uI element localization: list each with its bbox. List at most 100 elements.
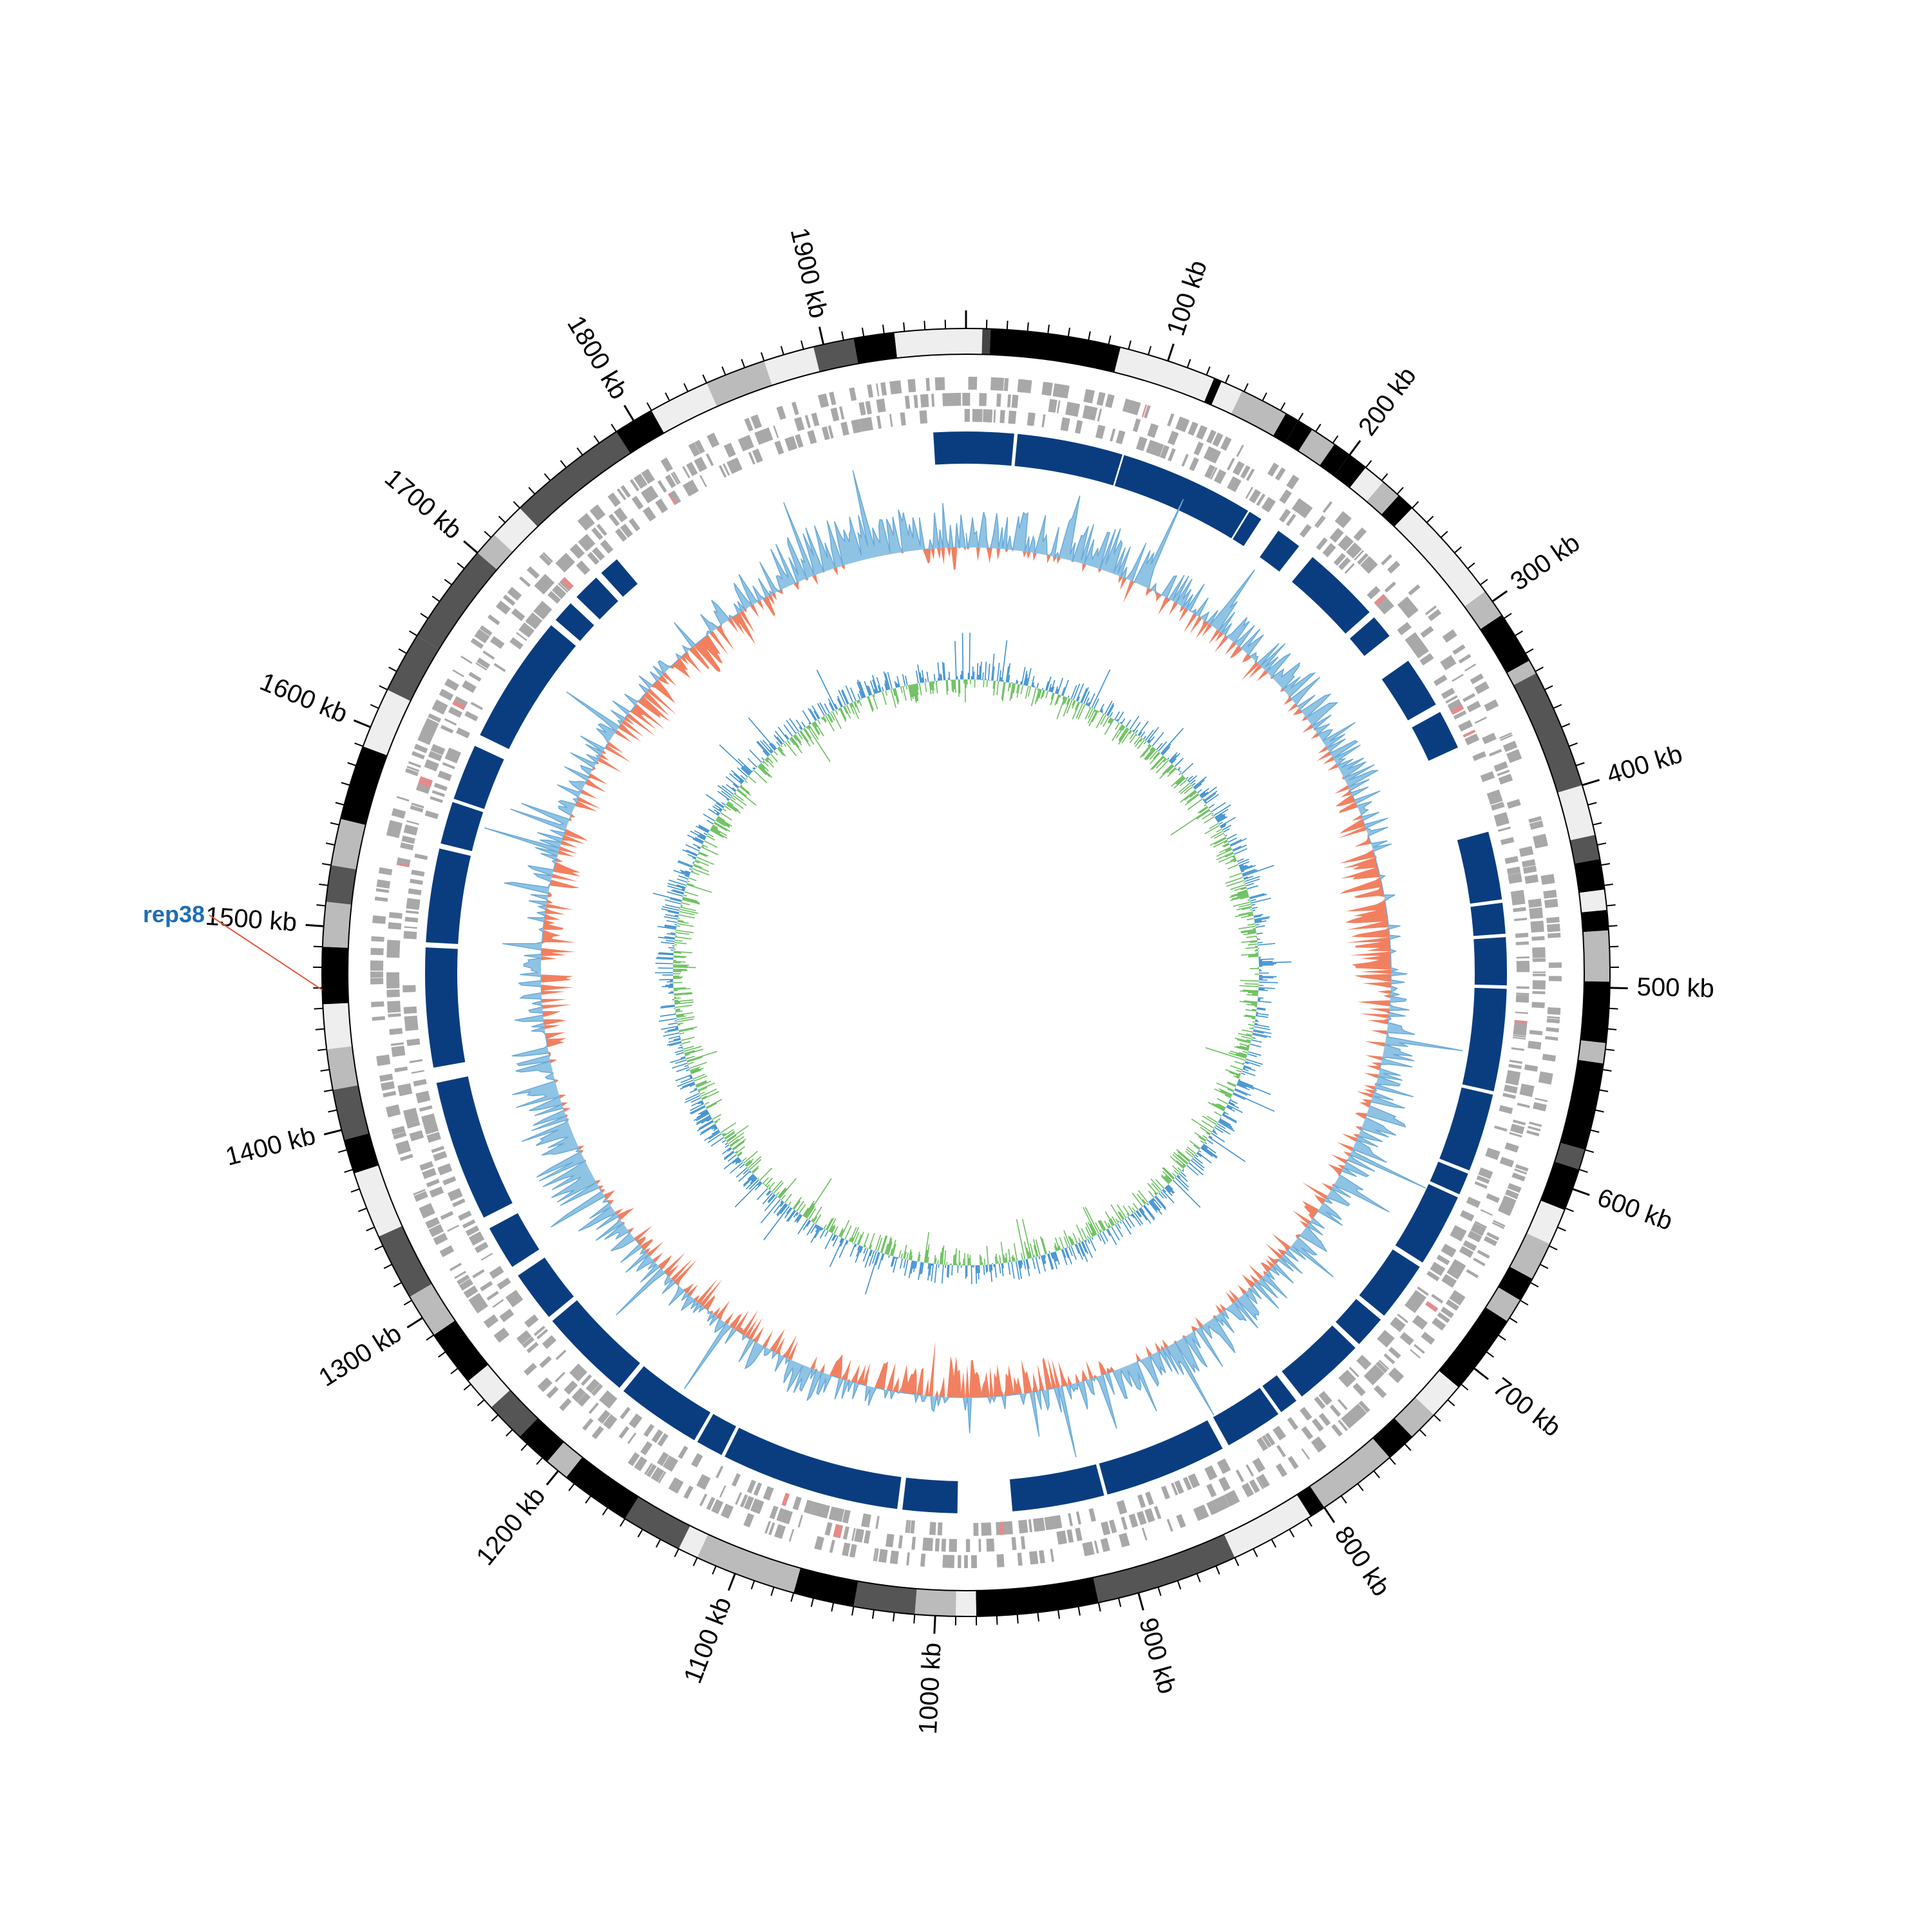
gene-feature [1161, 1486, 1168, 1500]
gene-feature [1029, 1551, 1039, 1565]
minor-tick [1607, 1028, 1617, 1030]
gene-feature [1101, 1521, 1111, 1536]
minor-tick [420, 612, 429, 620]
gene-feature [1513, 1030, 1527, 1036]
gene-feature [1510, 889, 1525, 898]
gene-feature [1358, 1402, 1368, 1413]
gene-feature [1529, 909, 1543, 915]
gene-feature [781, 1492, 790, 1506]
gene-feature [470, 638, 484, 649]
gene-feature [1406, 608, 1419, 619]
gene-feature [1209, 449, 1222, 464]
minor-tick [1148, 346, 1152, 355]
gene-feature [978, 1539, 981, 1552]
gene-feature [1088, 406, 1098, 421]
minor-tick [996, 1615, 998, 1625]
gene-feature [849, 1544, 855, 1557]
gene-feature [1182, 1477, 1192, 1491]
gene-feature [411, 751, 425, 760]
minor-tick [1608, 925, 1618, 927]
gene-feature [1372, 1364, 1385, 1378]
gene-feature [1440, 655, 1455, 668]
gene-feature [562, 553, 575, 567]
contig-segment [426, 848, 471, 944]
tick-label-1800kb: 1800 kb [562, 311, 633, 404]
gene-feature [459, 1278, 473, 1291]
gene-feature [448, 747, 462, 756]
gene-feature [1256, 1477, 1264, 1490]
gene-feature [1012, 411, 1017, 424]
gene-feature [1352, 1383, 1366, 1396]
gene-feature [1516, 996, 1530, 1000]
gene-feature [1488, 795, 1503, 805]
gene-feature [891, 381, 896, 395]
gc-skew-negative [672, 679, 1260, 1266]
gene-feature [1166, 1519, 1173, 1532]
gene-feature [1425, 605, 1437, 616]
gene-feature [905, 1519, 909, 1533]
minor-tick [315, 1028, 325, 1030]
gene-feature [375, 888, 390, 893]
karyotype-band [417, 553, 497, 650]
minor-tick [1561, 723, 1570, 728]
gene-feature [1050, 1549, 1054, 1562]
gene-feature [1470, 673, 1483, 683]
contig-segment [933, 431, 1014, 466]
contig-segment [1014, 433, 1122, 486]
scale-ticks [305, 310, 1628, 1634]
gene-feature [1414, 1314, 1428, 1328]
gene-feature [539, 553, 552, 566]
gene-feature [1126, 399, 1133, 413]
gene-feature [1061, 384, 1070, 399]
gene-feature [508, 1293, 522, 1306]
gene-feature [1398, 598, 1410, 609]
minor-tick [370, 704, 379, 709]
gene-feature [417, 1095, 431, 1104]
gene-feature [399, 1153, 413, 1162]
gene-feature [411, 802, 424, 809]
minor-tick [1177, 1580, 1182, 1589]
gene-feature [1445, 695, 1458, 704]
gene-feature [655, 498, 668, 513]
gene-feature [462, 680, 477, 692]
minor-tick [398, 648, 407, 654]
gene-feature [1075, 420, 1083, 434]
gene-feature [996, 1554, 1005, 1567]
gene-feature [591, 1383, 603, 1396]
gene-feature [1032, 1518, 1039, 1532]
minor-tick [1332, 435, 1339, 444]
gene-feature [1464, 663, 1477, 672]
minor-tick [317, 1048, 327, 1051]
minor-tick [1373, 1470, 1380, 1479]
gene-feature [1212, 432, 1224, 447]
minor-tick [560, 460, 567, 468]
gene-feature [424, 810, 439, 819]
gene-feature [935, 1538, 938, 1551]
gene-feature [1546, 916, 1560, 923]
gene-feature [777, 1508, 787, 1522]
gene-feature [1153, 1506, 1162, 1520]
gene-feature [422, 1169, 437, 1179]
gene-feature [705, 453, 714, 466]
gene-feature [732, 1473, 741, 1487]
contig-track [425, 431, 1508, 1513]
minor-tick [350, 1188, 360, 1193]
gene-feature [1473, 1257, 1486, 1267]
gene-feature [876, 415, 882, 429]
gene-feature [1381, 1330, 1395, 1343]
gene-feature [400, 842, 414, 851]
minor-tick [1365, 460, 1372, 468]
gene-feature [1374, 1385, 1387, 1399]
karyotype-band [1296, 1486, 1325, 1517]
gene-feature [381, 1083, 395, 1089]
gene-feature [1204, 1467, 1214, 1481]
gene-feature [811, 412, 820, 426]
gene-feature [1245, 468, 1255, 481]
contig-segment [1009, 1464, 1104, 1511]
gene-feature [406, 820, 419, 826]
contig-segment [555, 603, 594, 641]
gene-feature [1314, 1396, 1326, 1410]
gene-feature [1217, 1460, 1227, 1474]
contig-segment [1412, 712, 1458, 761]
gene-feature [1502, 1092, 1516, 1099]
